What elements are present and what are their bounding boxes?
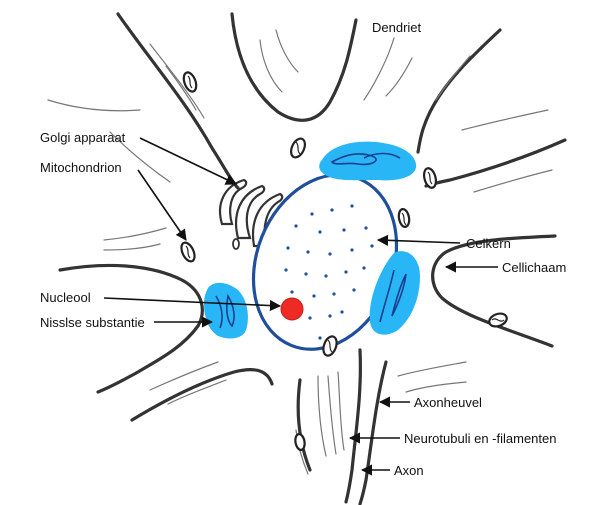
label-golgi: Golgi apparaat <box>40 130 126 145</box>
leader-golgi <box>139 137 238 185</box>
mitochondrion-2 <box>290 137 306 159</box>
nissl-substance-top <box>319 141 417 181</box>
mitochondrion-3 <box>422 167 438 189</box>
nissl-substance-left <box>204 282 248 339</box>
nucleolus <box>280 297 304 321</box>
label-nucleool: Nucleool <box>40 290 91 305</box>
mitochondrion-6 <box>488 312 508 328</box>
label-mitochondrion: Mitochondrion <box>40 160 122 175</box>
label-neurotubuli: Neurotubuli en -filamenten <box>404 431 556 446</box>
leader-mitochondrion <box>137 169 187 241</box>
chromatin-dots <box>284 204 374 340</box>
label-dendriet: Dendriet <box>372 20 422 35</box>
label-cellichaam: Cellichaam <box>502 260 566 275</box>
leader-nucleool <box>103 297 282 312</box>
label-axon: Axon <box>394 463 424 478</box>
mitochondrion-5 <box>180 241 196 263</box>
mitochondrion-4 <box>397 207 411 229</box>
mitochondrion-7 <box>322 335 338 357</box>
labels: Dendriet Golgi apparaat Mitochondrion Ce… <box>40 20 566 478</box>
neurofilaments <box>47 29 553 475</box>
label-axonheuvel: Axonheuvel <box>414 395 482 410</box>
golgi-apparatus <box>218 178 284 250</box>
label-celkern: Celkern <box>466 236 511 251</box>
leader-celkern <box>376 234 461 246</box>
leader-lines <box>103 137 498 476</box>
mitochondrion-1 <box>182 71 198 93</box>
cell-membrane <box>58 12 567 505</box>
nissl-substance-right <box>369 251 420 335</box>
mitochondrion-8 <box>294 432 306 452</box>
label-nissl: Nisslse substantie <box>40 315 145 330</box>
